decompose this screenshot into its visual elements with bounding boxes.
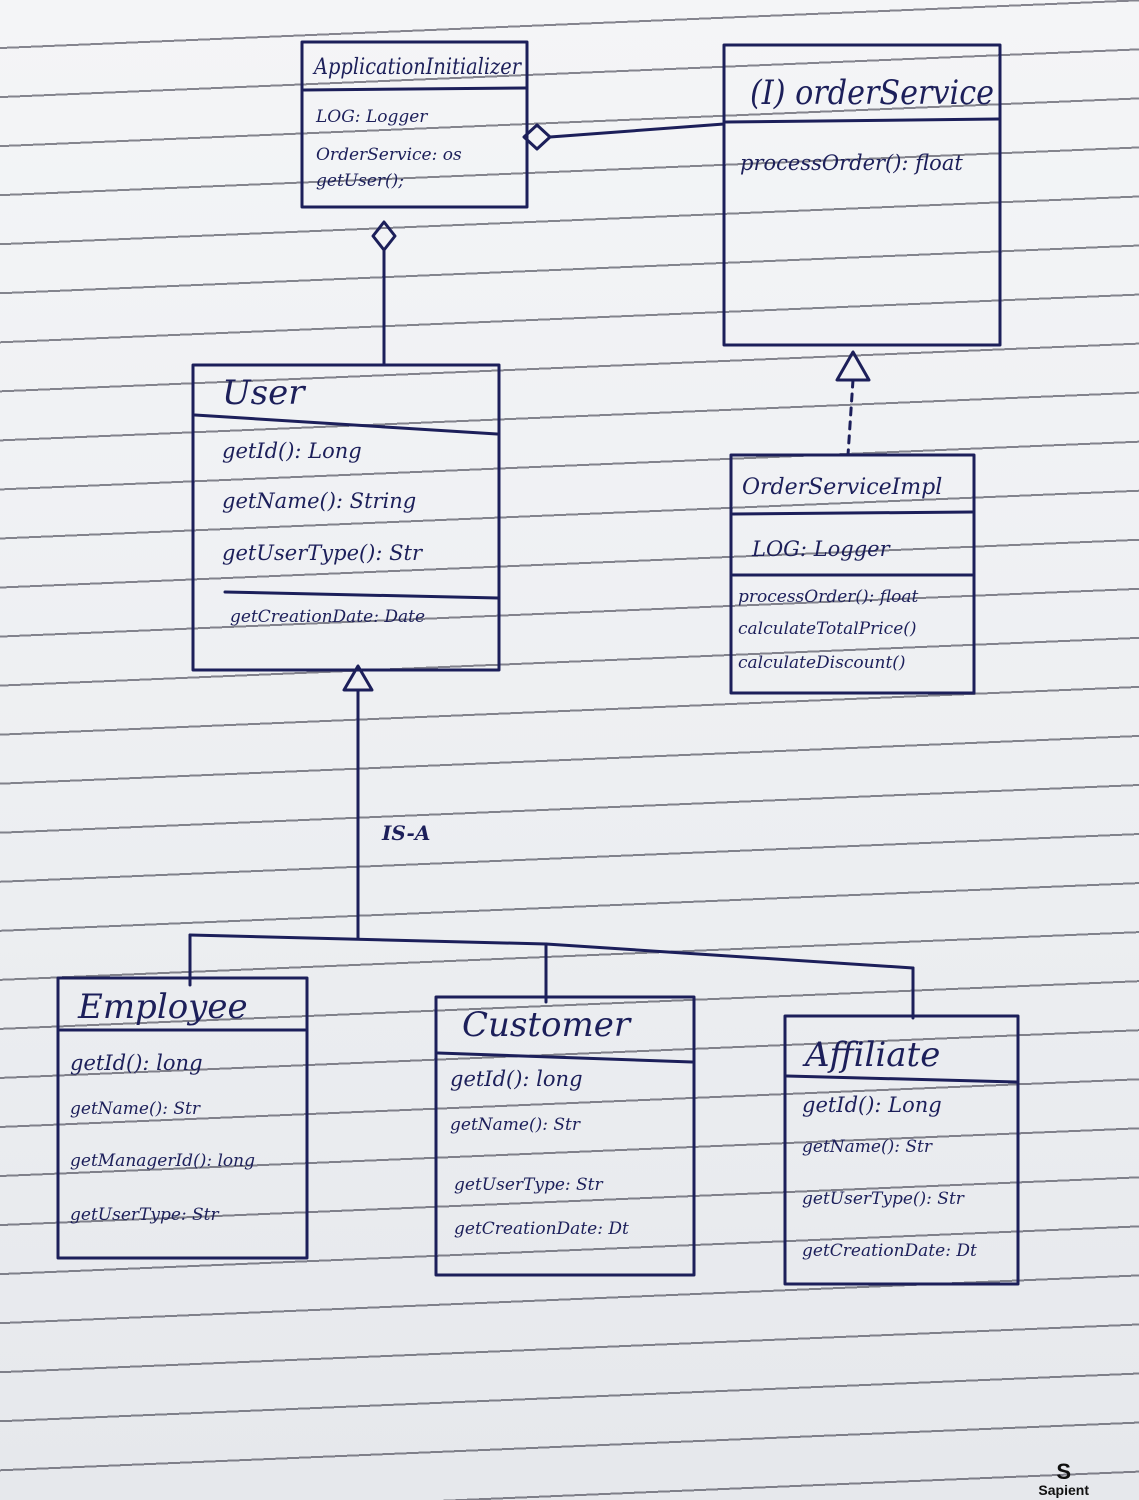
class-member: calculateTotalPrice() bbox=[738, 619, 917, 639]
class-box bbox=[434, 995, 696, 1277]
class-member: getId(): Long bbox=[222, 439, 362, 463]
class-member: processOrder(): float bbox=[738, 587, 919, 607]
class-name: Customer bbox=[462, 1005, 632, 1045]
generalization-tree: IS-A bbox=[188, 664, 915, 1020]
class-box bbox=[300, 40, 529, 209]
class-box bbox=[56, 976, 309, 1260]
class-divider bbox=[223, 590, 500, 600]
class-name: (I) orderService bbox=[750, 73, 994, 113]
class-member: OrderService: os bbox=[316, 145, 462, 165]
aggregation-initializer-orderservice bbox=[522, 122, 726, 151]
brand-watermark: S Sapient bbox=[1038, 1459, 1089, 1499]
class-member: getCreationDate: Date bbox=[230, 607, 425, 627]
class-divider bbox=[436, 1051, 694, 1064]
class-divider bbox=[785, 1074, 1018, 1084]
class-member: getCreationDate: Dt bbox=[802, 1241, 977, 1261]
class-order-service-impl: OrderServiceImpl LOG: Logger processOrde… bbox=[729, 453, 976, 695]
realization-arrowhead bbox=[835, 350, 871, 382]
generalization-branch bbox=[188, 933, 548, 946]
class-affiliate: Affiliate getId(): Long getName(): Str g… bbox=[783, 1014, 1020, 1286]
class-member: getId(): long bbox=[450, 1067, 583, 1091]
class-employee: Employee getId(): long getName(): Str ge… bbox=[56, 976, 309, 1260]
realization-line bbox=[846, 378, 855, 457]
class-member: getUserType(): Str bbox=[222, 541, 424, 565]
association-line bbox=[548, 122, 726, 139]
class-member: LOG: Logger bbox=[751, 537, 892, 561]
generalization-branch bbox=[544, 942, 915, 970]
class-member: getId(): long bbox=[70, 1051, 203, 1075]
class-divider bbox=[731, 510, 974, 516]
aggregation-diamond bbox=[371, 220, 397, 252]
class-member: getManagerId(): long bbox=[70, 1151, 255, 1171]
class-application-initializer: ApplicationInitializer LOG: Logger Order… bbox=[300, 40, 529, 209]
class-member: getId(): Long bbox=[802, 1093, 942, 1117]
brand-logo-icon: S bbox=[1056, 1459, 1072, 1484]
class-name: User bbox=[222, 373, 306, 413]
realization-impl-orderservice bbox=[835, 350, 871, 457]
class-box bbox=[722, 43, 1002, 347]
class-member: getName(): Str bbox=[450, 1115, 581, 1135]
class-member: getUser(); bbox=[316, 171, 404, 191]
class-name: Employee bbox=[77, 987, 248, 1027]
brand-name: Sapient bbox=[1038, 1482, 1089, 1498]
class-divider bbox=[302, 86, 528, 92]
class-box bbox=[191, 363, 501, 672]
class-box bbox=[729, 453, 976, 695]
class-member: calculateDiscount() bbox=[738, 653, 906, 673]
class-box bbox=[783, 1014, 1020, 1286]
class-name: OrderServiceImpl bbox=[742, 475, 942, 500]
class-member: getUserType: Str bbox=[454, 1175, 604, 1195]
class-member: getName(): Str bbox=[70, 1099, 201, 1119]
class-member: getName(): Str bbox=[802, 1137, 933, 1157]
class-member: getName(): String bbox=[222, 489, 416, 513]
class-member: LOG: Logger bbox=[315, 107, 428, 127]
class-divider bbox=[193, 413, 499, 436]
is-a-label: IS-A bbox=[381, 821, 430, 845]
class-member: processOrder(): float bbox=[740, 151, 963, 175]
class-member: getUserType: Str bbox=[70, 1205, 220, 1225]
class-name: ApplicationInitializer bbox=[312, 55, 522, 80]
class-divider bbox=[724, 117, 1000, 124]
aggregation-initializer-user bbox=[371, 220, 397, 367]
class-name: Affiliate bbox=[802, 1035, 940, 1075]
class-member: getUserType(): Str bbox=[802, 1189, 965, 1209]
class-member: getCreationDate: Dt bbox=[454, 1219, 629, 1239]
class-user: User getId(): Long getName(): String get… bbox=[191, 363, 501, 672]
class-customer: Customer getId(): long getName(): Str ge… bbox=[434, 995, 696, 1277]
interface-order-service: (I) orderService processOrder(): float bbox=[722, 43, 1002, 347]
